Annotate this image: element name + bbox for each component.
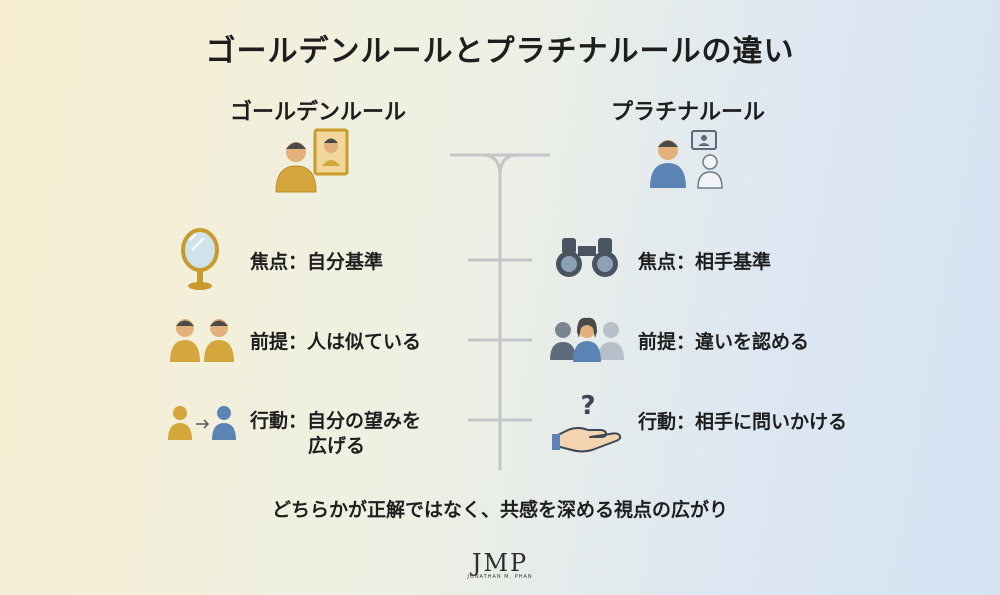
person-arrow-person-icon xyxy=(168,406,236,440)
platinum-action-text: 相手に問いかける xyxy=(695,411,848,433)
two-similar-people-icon xyxy=(170,319,234,362)
golden-action-text: 自分の望みを xyxy=(307,410,422,432)
hand-question-icon: ? xyxy=(552,391,622,453)
platinum-action-label: 行動： xyxy=(638,411,696,433)
binoculars-icon xyxy=(556,238,618,277)
logo-subtitle: JONATHAN M. PHAN xyxy=(467,574,533,580)
golden-action-text-line2: 広げる xyxy=(308,435,366,457)
golden-action-row: 行動：自分の望みを xyxy=(250,408,421,434)
logo-mark: JMP xyxy=(471,549,529,577)
hand-mirror-icon xyxy=(181,228,219,290)
golden-premise-label: 前提： xyxy=(250,331,308,353)
person-mirror-icon xyxy=(275,128,349,193)
platinum-focus-text: 相手基準 xyxy=(695,251,772,273)
platinum-focus-label: 焦点： xyxy=(638,251,696,273)
golden-focus-text: 自分基準 xyxy=(307,251,384,273)
platinum-focus-row: 焦点：相手基準 xyxy=(638,249,771,275)
platinum-rule-heading: プラチナルール xyxy=(610,100,765,125)
footer-caption: どちらかが正解ではなく、共感を深める視点の広がり xyxy=(271,499,728,521)
golden-focus-label: 焦点： xyxy=(250,251,308,273)
diverse-people-icon xyxy=(550,317,624,362)
golden-premise-row: 前提：人は似ている xyxy=(250,329,421,355)
platinum-premise-row: 前提：違いを認める xyxy=(638,329,809,355)
golden-premise-text: 人は似ている xyxy=(307,331,422,353)
divider-stem xyxy=(484,153,502,470)
platinum-premise-text: 違いを認める xyxy=(695,331,810,353)
golden-rule-heading: ゴールデンルール xyxy=(229,100,406,125)
platinum-action-row: 行動：相手に問いかける xyxy=(638,409,847,435)
golden-focus-row: 焦点：自分基準 xyxy=(250,249,383,275)
golden-action-label: 行動： xyxy=(250,410,308,432)
page-title: ゴールデンルールとプラチナルールの違い xyxy=(205,34,795,69)
svg-text:?: ? xyxy=(580,391,595,421)
center-divider xyxy=(450,153,550,470)
jmp-logo: JMP JONATHAN M. PHAN xyxy=(450,549,550,580)
person-listening-icon xyxy=(650,130,723,189)
platinum-premise-label: 前提： xyxy=(638,331,696,353)
